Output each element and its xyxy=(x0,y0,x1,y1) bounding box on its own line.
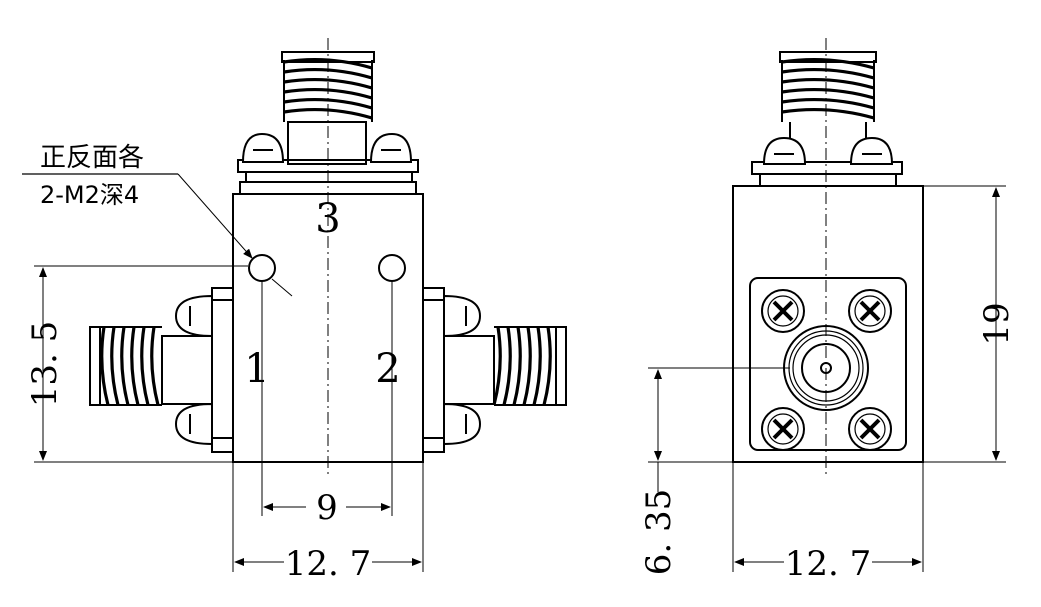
dim-side-center-height: 6. 35 xyxy=(639,367,790,576)
side-flange xyxy=(749,277,907,451)
front-view: 3 1 2 正反面各 2-M2深4 13. 5 9 xyxy=(22,38,567,584)
side-top-thread xyxy=(781,57,875,120)
front-top-thread xyxy=(283,57,373,120)
front-left-screw-bottom xyxy=(174,402,213,446)
dim-side-height-label: 19 xyxy=(977,302,1017,345)
port-1-label: 1 xyxy=(244,346,269,392)
flange-screw-bottom-right xyxy=(848,407,892,451)
side-screw-head-left xyxy=(762,136,807,165)
flange-screw-top-left xyxy=(761,289,805,333)
front-left-thread xyxy=(100,326,160,406)
dim-side-width: 12. 7 xyxy=(732,462,924,584)
front-mount-hole-right xyxy=(378,254,406,282)
dim-side-center-height-label: 6. 35 xyxy=(639,489,679,576)
dim-front-height-label: 13. 5 xyxy=(25,321,65,408)
port-3-label: 3 xyxy=(315,196,340,242)
front-screw-head-left xyxy=(241,132,285,163)
side-body xyxy=(732,185,924,463)
front-right-thread xyxy=(492,326,552,406)
front-screw-head-right xyxy=(369,132,413,163)
hole-note: 正反面各 2-M2深4 xyxy=(22,143,293,297)
hole-note-leader xyxy=(177,173,253,259)
front-left-connector xyxy=(89,287,234,453)
front-right-screw-bottom xyxy=(443,402,482,446)
dim-hole-spacing-label: 9 xyxy=(316,488,338,528)
front-right-screw-top xyxy=(443,294,482,338)
dim-front-width-label: 12. 7 xyxy=(285,544,372,584)
dim-front-height: 13. 5 xyxy=(25,265,248,463)
front-mount-hole-left xyxy=(248,254,276,282)
flange-screw-top-right xyxy=(848,289,892,333)
front-left-screw-top xyxy=(174,294,213,338)
port-2-label: 2 xyxy=(375,346,400,392)
dim-side-width-label: 12. 7 xyxy=(785,544,872,584)
flange-screw-bottom-left xyxy=(761,407,805,451)
dim-side-height: 19 xyxy=(923,185,1017,463)
hole-note-leader-tail xyxy=(271,278,293,297)
front-right-connector xyxy=(422,287,567,453)
side-screw-head-right xyxy=(849,136,894,165)
side-view: 19 6. 35 12. 7 xyxy=(639,38,1017,584)
front-top-connector xyxy=(237,51,419,195)
dim-front-width: 12. 7 xyxy=(232,462,424,584)
hole-note-line2: 2-M2深4 xyxy=(40,181,139,209)
side-top-connector xyxy=(751,51,903,187)
dim-hole-spacing: 9 xyxy=(261,281,393,528)
hole-note-line1: 正反面各 xyxy=(40,143,144,173)
